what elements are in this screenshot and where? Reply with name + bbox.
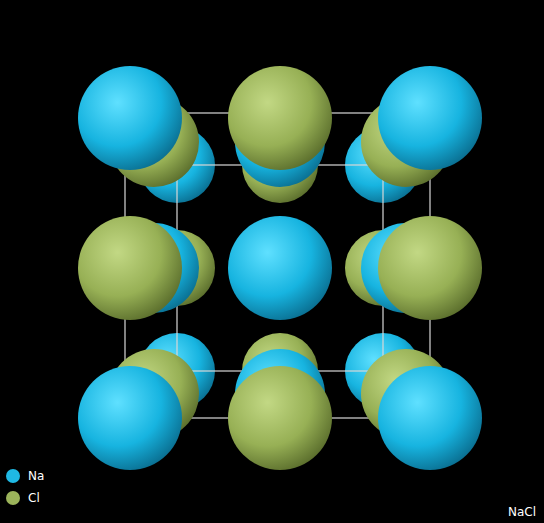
chlorine-atom [78,216,182,320]
sodium-atom [78,366,182,470]
legend-row: Cl [6,489,40,507]
sodium-atom [378,366,482,470]
front-atoms [78,66,482,470]
sodium-atom [78,66,182,170]
sodium-atom [228,216,332,320]
legend-text: Cl [28,491,40,505]
formula-label: NaCl [508,505,536,519]
legend-swatch [6,469,20,483]
legend-text: Na [28,469,44,483]
chlorine-atom [228,366,332,470]
chlorine-atom [378,216,482,320]
sodium-atom [378,66,482,170]
legend-row: Na [6,467,44,485]
chlorine-atom [228,66,332,170]
legend-swatch [6,491,20,505]
